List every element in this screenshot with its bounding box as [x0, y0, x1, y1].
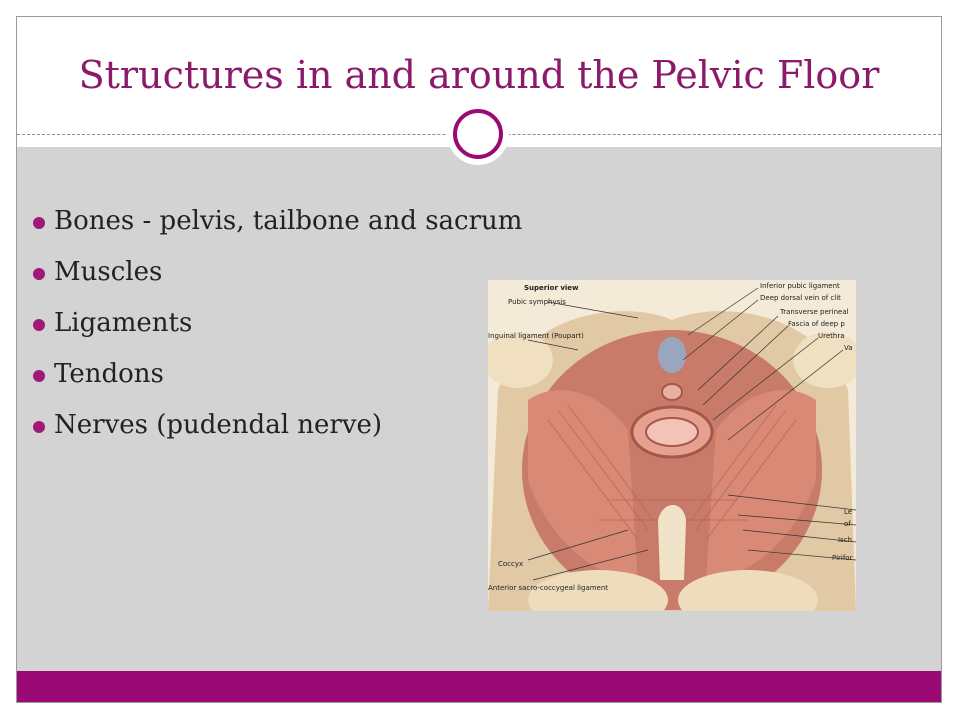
figure-caption: Superior view [524, 284, 579, 292]
bullet-text: Bones - pelvis, tailbone and sacrum [54, 206, 523, 236]
bullet-dot-icon [33, 268, 45, 280]
slide-title: Structures in and around the Pelvic Floo… [78, 53, 880, 97]
figure-label: Urethra [818, 332, 845, 340]
figure-label: of [844, 520, 851, 528]
circle-ring-icon [453, 109, 503, 159]
bullet-dot-icon [33, 319, 45, 331]
title-area: Structures in and around the Pelvic Floo… [17, 17, 941, 135]
bullet-dot-icon [33, 370, 45, 382]
figure-label: Inferior pubic ligament [760, 282, 840, 290]
bullet-item: Ligaments [30, 310, 522, 361]
pelvic-floor-drawing: Superior view Pubic symphysis Inguinal l… [488, 280, 856, 611]
figure-label: Pirifor [832, 554, 853, 562]
bullet-dot-icon [33, 217, 45, 229]
bottom-accent-bar [17, 671, 941, 702]
figure-label: Fascia of deep p [788, 320, 845, 328]
figure-label: Inguinal ligament (Poupart) [488, 332, 584, 340]
bullet-text: Nerves (pudendal nerve) [54, 410, 383, 440]
bullet-item: Nerves (pudendal nerve) [30, 412, 522, 463]
figure-label: Le [844, 508, 852, 516]
bullet-text: Ligaments [54, 308, 193, 338]
figure-label: Pubic symphysis [508, 298, 566, 306]
bullet-text: Muscles [54, 257, 163, 287]
figure-label: Coccyx [498, 560, 523, 568]
bullet-list: Bones - pelvis, tailbone and sacrum Musc… [30, 208, 522, 463]
bullet-item: Muscles [30, 259, 522, 310]
figure-label: Anterior sacro-coccygeal ligament [488, 584, 608, 592]
bullet-text: Tendons [54, 359, 164, 389]
pelvic-floor-illustration: Superior view Pubic symphysis Inguinal l… [488, 280, 856, 611]
bullet-dot-icon [33, 421, 45, 433]
figure-label: Va [844, 344, 853, 352]
bullet-item: Tendons [30, 361, 522, 412]
figure-label: Transverse perineal [779, 308, 849, 316]
figure-label: Deep dorsal vein of clit [760, 294, 841, 302]
bullet-item: Bones - pelvis, tailbone and sacrum [30, 208, 522, 259]
figure-label: Isch [838, 536, 852, 544]
